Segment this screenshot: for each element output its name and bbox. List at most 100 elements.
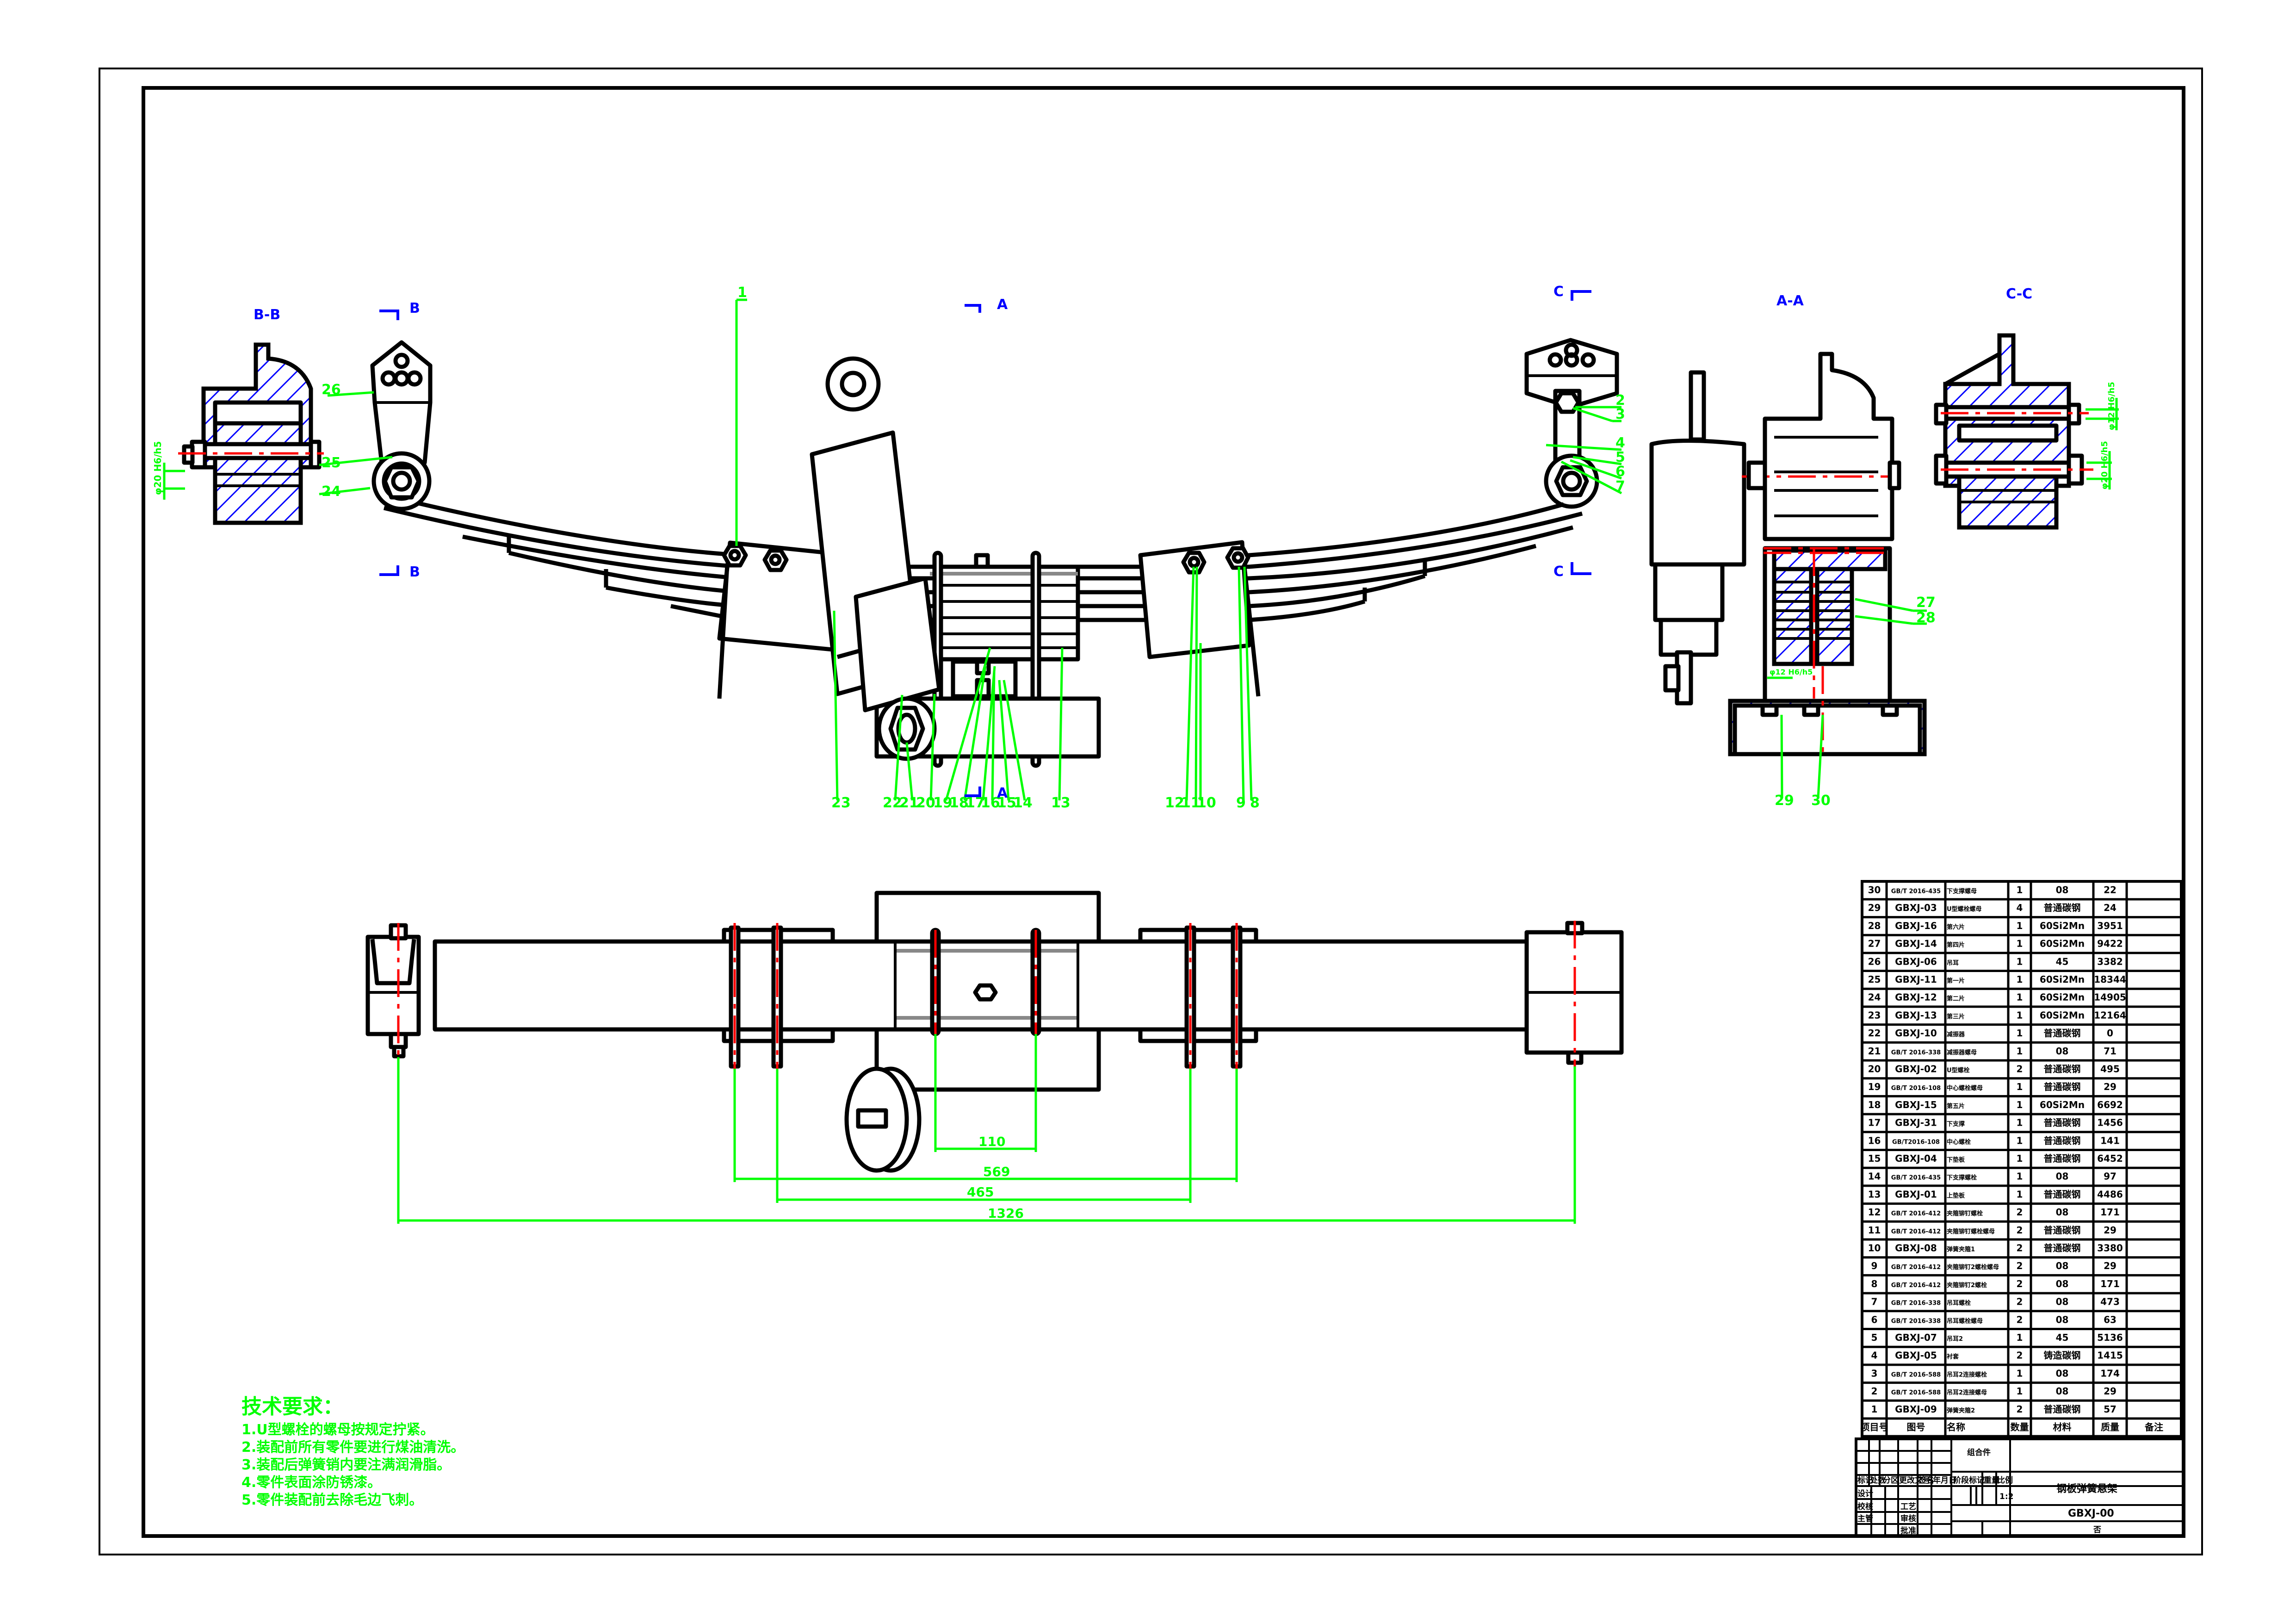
bom-cell-code: GB/T 2016-412	[1891, 1210, 1941, 1217]
bom-cell-name: 吊耳	[1947, 960, 1959, 966]
bom-cell-code: GBXJ-11	[1895, 974, 1937, 985]
balloon-24: 24	[322, 483, 341, 500]
rev-header-docno: 更改文号	[1899, 1475, 1931, 1485]
bom-cell-mass: 29	[2104, 1081, 2117, 1092]
bom-cell-qty: 1	[2017, 974, 2023, 985]
bom-cell-no: 6	[1871, 1314, 1878, 1325]
section-a-a-view: A-A φ12 H6/h5	[1649, 293, 1936, 809]
bom-cell-name: 减振器	[1947, 1031, 1965, 1038]
role-process: 工艺	[1900, 1502, 1916, 1511]
balloon-8: 8	[1250, 795, 1260, 811]
bom-cell-code: GB/T 2016-108	[1891, 1085, 1941, 1092]
plan-dimensions: 110 569 465 1326	[397, 1034, 1576, 1224]
marker-b-bottom: B	[409, 564, 420, 580]
a-a-fit-label: φ12 H6/h5	[1770, 668, 1813, 676]
title-block: 组合件 标记 处数 分区 更改文号 签名 年月日 阶段标记 重量 比例 1:2 …	[1855, 1437, 2185, 1537]
bom-cell-code: GB/T 2016-435	[1891, 888, 1941, 895]
bom-cell-code: GB/T 2016-412	[1891, 1264, 1941, 1271]
balloon-15: 15	[997, 795, 1016, 811]
bom-cell-qty: 2	[2017, 1314, 2023, 1325]
bom-cell-code: GBXJ-31	[1895, 1117, 1937, 1128]
title-type-label: 组合件	[1967, 1448, 1991, 1457]
scale-value: 1:2	[1999, 1492, 2013, 1501]
bom-cell-mass: 473	[2100, 1296, 2120, 1307]
bottom-balloon-leaders	[833, 566, 1253, 801]
bom-cell-mat: 60Si2Mn	[2040, 974, 2085, 985]
bom-cell-mat: 普通碳钢	[2044, 902, 2081, 913]
bom-cell-no: 23	[1868, 1010, 1881, 1021]
bom-cell-code: GB/T 2016-588	[1891, 1389, 1941, 1396]
outer-border	[99, 68, 2203, 1555]
bom-cell-qty: 2	[2017, 1064, 2023, 1075]
bom-cell-no: 9	[1871, 1260, 1878, 1271]
clip-nut-2	[762, 548, 789, 572]
bom-cell-mass: 97	[2104, 1171, 2117, 1182]
rev-header-mark: 标记	[1857, 1475, 1873, 1485]
role-review: 审核	[1900, 1514, 1916, 1524]
bom-cell-qty: 1	[2017, 885, 2023, 896]
bom-cell-mass: 171	[2100, 1278, 2120, 1289]
bom-cell-code: GBXJ-14	[1895, 938, 1937, 949]
inner-border	[142, 86, 2185, 1538]
bom-cell-mass: 5136	[2097, 1332, 2123, 1343]
balloon-11: 11	[1181, 795, 1201, 811]
bom-cell-mat: 60Si2Mn	[2040, 1010, 2085, 1021]
plan-view: 110 569 465 1326	[365, 891, 1624, 1224]
balloon-25: 25	[322, 455, 341, 471]
bom-cell-no: 10	[1868, 1243, 1881, 1254]
bom-cell-name: 吊耳2	[1947, 1336, 1963, 1343]
bom-cell-name: 夹箍铆钉2螺栓螺母	[1947, 1264, 1999, 1271]
bom-cell-qty: 1	[2017, 1153, 2023, 1164]
balloon-30: 30	[1811, 793, 1831, 809]
right-link-nut	[1553, 391, 1581, 414]
bom-cell-qty: 1	[2017, 1189, 2023, 1200]
bom-cell-mat: 普通碳钢	[2044, 1404, 2081, 1415]
bom-cell-code: GB/T 2016-412	[1891, 1228, 1941, 1235]
scale-label: 比例	[1997, 1475, 2013, 1485]
balloon-21: 21	[899, 795, 919, 811]
bom-cell-name: 吊耳螺栓螺母	[1947, 1317, 1983, 1325]
bom-cell-code: GBXJ-13	[1895, 1010, 1937, 1021]
bom-cell-no: 24	[1868, 992, 1881, 1003]
bom-cell-qty: 1	[2017, 920, 2023, 931]
clip-nut-1	[722, 544, 748, 568]
clip-nut-3	[1181, 551, 1207, 575]
bom-cell-no: 14	[1868, 1171, 1881, 1182]
bom-cell-mat: 铸造碳钢	[2044, 1350, 2081, 1361]
bom-cell-qty: 2	[2017, 1260, 2023, 1271]
bom-cell-name: 下支撑螺母	[1947, 888, 1977, 895]
bom-header-qty: 数量	[2011, 1422, 2029, 1433]
balloon-10: 10	[1197, 795, 1216, 811]
bom-cell-qty: 1	[2017, 1171, 2023, 1182]
bom-cell-mass: 4486	[2097, 1189, 2123, 1200]
a-a-leaf-stack-right	[1815, 567, 1854, 666]
weight-label: 重量	[1984, 1475, 1999, 1485]
bom-cell-no: 30	[1868, 885, 1881, 896]
bom-cell-mass: 3382	[2097, 956, 2123, 967]
shock-lower-section	[1659, 618, 1719, 657]
balloon-29: 29	[1775, 793, 1794, 809]
b-b-slot	[213, 400, 303, 426]
bom-cell-name: 夹箍铆钉螺栓	[1947, 1210, 1983, 1217]
bom-cell-mat: 普通碳钢	[2044, 1243, 2081, 1254]
bom-cell-qty: 2	[2017, 1243, 2023, 1254]
bom-cell-qty: 1	[2017, 1117, 2023, 1128]
bom-header-name: 名称	[1947, 1422, 1965, 1433]
bom-cell-qty: 1	[2017, 992, 2023, 1003]
balloon-7: 7	[1615, 478, 1625, 495]
tech-item-1: 1.U型螺栓的螺母按规定拧紧。	[241, 1422, 434, 1438]
section-c-c-title: C-C	[2006, 286, 2032, 302]
bom-cell-no: 1	[1871, 1404, 1878, 1415]
tech-requirements-title: 技术要求：	[241, 1395, 343, 1419]
shock-top-eye	[825, 356, 881, 412]
bom-cell-mass: 24	[2104, 902, 2117, 913]
bom-cell-mat: 08	[2056, 1296, 2069, 1307]
c-c-fit-upper: φ12 H6/h5	[2107, 382, 2117, 430]
bom-cell-name: 夹箍铆钉2螺栓	[1947, 1282, 1987, 1289]
section-marker-c: C C	[1553, 284, 1591, 580]
leaf-2	[462, 525, 1574, 581]
technical-requirements: 技术要求： 1.U型螺栓的螺母按规定拧紧。 2.装配前所有零件要进行煤油清洗。 …	[241, 1395, 464, 1508]
bom-cell-code: GBXJ-16	[1895, 920, 1937, 931]
bom-cell-code: GB/T 2016-338	[1891, 1300, 1941, 1307]
